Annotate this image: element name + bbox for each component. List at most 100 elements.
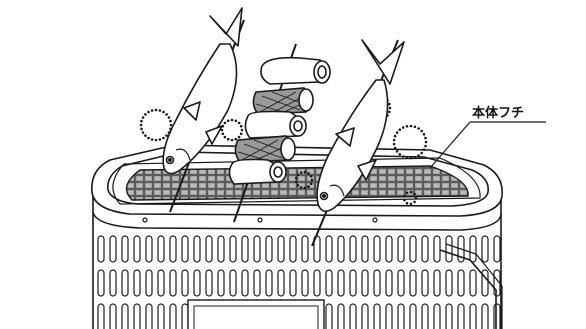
smoke-dot — [399, 153, 402, 156]
vent-slot — [470, 304, 476, 329]
vent-slot — [446, 236, 452, 262]
smoke-dot — [393, 139, 396, 142]
smoke-dot — [162, 111, 165, 114]
smoke-dot — [147, 111, 150, 114]
vent-slot — [110, 270, 116, 296]
vent-slot — [482, 236, 488, 262]
smoke-dot — [399, 128, 402, 131]
vent-slot — [158, 236, 164, 262]
smoke-dot — [155, 139, 158, 142]
smoke-dot — [388, 111, 391, 114]
smoke-dot — [394, 135, 397, 138]
smoke-dot — [304, 171, 307, 174]
vent-slot — [302, 236, 308, 262]
smoke-dot — [140, 120, 143, 123]
vent-slot — [194, 236, 200, 262]
smoke-dot — [295, 177, 298, 180]
vent-slot — [338, 270, 344, 296]
vent-slot — [134, 304, 140, 329]
vent-slot — [410, 236, 416, 262]
vent-slot — [170, 304, 176, 329]
vent-slot — [470, 236, 476, 262]
vent-slot — [122, 270, 128, 296]
vent-slot — [374, 304, 380, 329]
vent-slot — [386, 304, 392, 329]
smoke-dot — [403, 199, 406, 202]
vent-slot — [146, 304, 152, 329]
smoke-dot — [235, 120, 238, 123]
smoke-dot — [304, 187, 307, 190]
vent-slot — [410, 270, 416, 296]
smoke-dot — [403, 195, 406, 198]
vent-slot — [422, 304, 428, 329]
vent-slot — [410, 304, 416, 329]
smoke-dot — [423, 148, 426, 151]
vent-slot — [362, 270, 368, 296]
smoke-dot — [238, 122, 241, 125]
vent-slot — [482, 304, 488, 329]
vent-slot — [218, 236, 224, 262]
smoke-dot — [311, 179, 314, 182]
vent-slot — [326, 304, 332, 329]
smoke-dot — [424, 145, 427, 148]
smoke-dot — [231, 139, 234, 142]
vent-slot — [434, 270, 440, 296]
smoke-dot — [417, 154, 420, 157]
smoke-dot — [402, 155, 405, 158]
smoke-dot — [410, 203, 413, 206]
smoke-dot — [140, 128, 143, 131]
vent-slot — [494, 236, 500, 262]
rim-rivet — [258, 218, 262, 222]
vent-slot — [374, 236, 380, 262]
rim-rivet — [143, 218, 147, 222]
smoke-dot — [310, 182, 313, 185]
smoke-dot — [159, 109, 162, 112]
smoke-dot — [406, 192, 409, 195]
smoke-dot — [420, 130, 423, 133]
vent-slot — [218, 270, 224, 296]
vent-slot — [134, 236, 140, 262]
vent-slot — [494, 304, 500, 329]
vent-slot — [122, 304, 128, 329]
smoke-dot — [406, 125, 409, 128]
vent-slot — [398, 304, 404, 329]
vent-slot — [170, 236, 176, 262]
smoke-dot — [417, 127, 420, 130]
smoke-dot — [240, 133, 243, 136]
smoke-dot — [224, 122, 227, 125]
smoke-dot — [300, 186, 303, 189]
smoke-dot — [424, 137, 427, 140]
vent-slot — [386, 236, 392, 262]
smoke-dot — [151, 138, 154, 141]
smoke-dot — [222, 133, 225, 136]
smoke-dot — [410, 157, 413, 160]
vent-slot — [398, 270, 404, 296]
vent-slot — [98, 270, 104, 296]
smoke-dot — [297, 184, 300, 187]
vent-slot — [242, 270, 248, 296]
smoke-dot — [396, 150, 399, 153]
smoke-dot — [406, 156, 409, 159]
vent-slot — [182, 236, 188, 262]
smoke-dot — [169, 120, 172, 123]
smoke-dot — [235, 138, 238, 141]
vent-slot — [206, 236, 212, 262]
vent-slot — [254, 270, 260, 296]
vent-slot — [446, 270, 452, 296]
smoke-dot — [423, 133, 426, 136]
vent-slot — [206, 270, 212, 296]
smoke-dot — [393, 143, 396, 146]
vent-slot — [182, 304, 188, 329]
vent-slot — [110, 304, 116, 329]
smoke-dot — [413, 201, 416, 204]
smoke-dot — [425, 141, 428, 144]
vent-slot — [386, 270, 392, 296]
smoke-dot — [396, 131, 399, 134]
stove-front-opening — [188, 300, 324, 329]
vent-slot — [110, 236, 116, 262]
smoke-dot — [410, 191, 413, 194]
vent-slot — [350, 270, 356, 296]
vent-slot — [230, 270, 236, 296]
